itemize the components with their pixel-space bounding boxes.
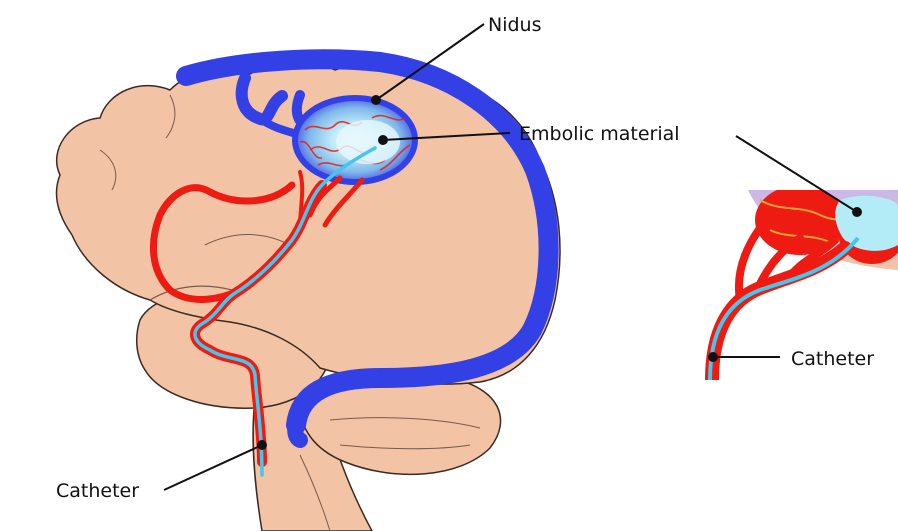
nidus-label: Nidus bbox=[488, 14, 542, 36]
catheter-main-leader bbox=[164, 445, 262, 490]
catheter-inset-label: Catheter bbox=[791, 348, 874, 370]
catheter-main-label: Catheter bbox=[56, 480, 139, 502]
embolic-material-mass bbox=[336, 120, 400, 164]
embolic-material-label: Embolic material bbox=[519, 123, 680, 145]
